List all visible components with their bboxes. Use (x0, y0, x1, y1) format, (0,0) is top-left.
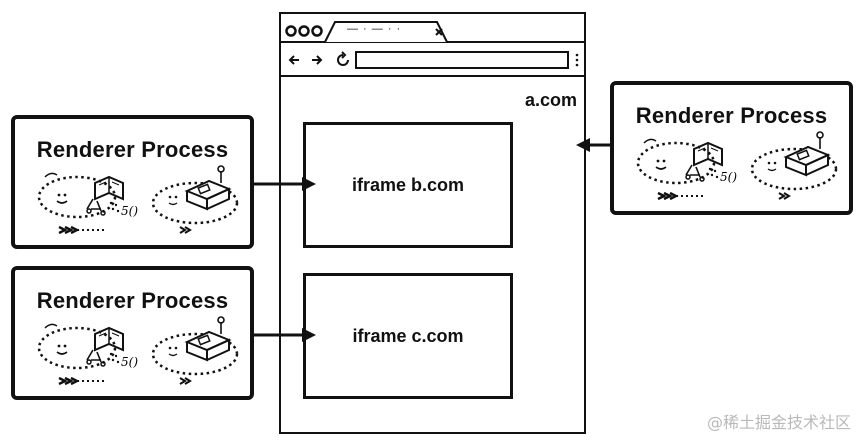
svg-text:5(): 5() (121, 204, 138, 218)
worker-loop-left-icon (37, 172, 117, 235)
address-bar (355, 51, 569, 69)
iframe-c-box: iframe c.com (303, 273, 513, 399)
iframe-b-box: iframe b.com (303, 122, 513, 248)
renderer-illustration-icon: 5() (37, 316, 239, 386)
renderer-process-box-c: Renderer Process 5() (11, 266, 254, 400)
worker-loop-right-icon (151, 332, 239, 385)
tab-close-icon (435, 28, 443, 36)
watermark-text: @稀土掘金技术社区 (706, 413, 851, 432)
book-tools-icon: 5() (86, 326, 138, 369)
renderer-illustration-icon: 5() (636, 131, 838, 201)
book-tools-icon: 5() (685, 141, 737, 184)
renderer-process-title: Renderer Process (635, 103, 828, 128)
browser-chrome (281, 21, 584, 77)
book-tools-icon: 5() (86, 175, 138, 218)
desk-machine-icon (184, 165, 232, 211)
renderer-process-box-a: Renderer Process 5() (610, 81, 853, 215)
renderer-process-title: Renderer Process (36, 288, 229, 313)
iframe-c-label: iframe c.com (352, 325, 464, 346)
svg-text:5(): 5() (720, 170, 737, 184)
worker-loop-right-icon (750, 147, 838, 200)
desk-machine-icon (184, 316, 232, 362)
renderer-process-title: Renderer Process (36, 137, 229, 162)
reload-icon (337, 51, 349, 66)
renderer-process-box-b: Renderer Process 5() (11, 115, 254, 249)
browser-window: — · — · · a.com iframe b.com iframe c.co… (279, 12, 586, 434)
svg-text:5(): 5() (121, 355, 138, 369)
iframe-b-label: iframe b.com (351, 174, 465, 195)
back-arrow-icon (288, 55, 299, 65)
host-url-label: a.com (525, 90, 578, 110)
worker-loop-left-icon (37, 323, 117, 386)
menu-dots-icon (575, 53, 579, 67)
desk-machine-icon (783, 131, 831, 177)
worker-loop-right-icon (151, 181, 239, 234)
worker-loop-left-icon (636, 138, 716, 201)
forward-arrow-icon (312, 55, 323, 65)
window-controls-icon (285, 25, 323, 37)
renderer-illustration-icon: 5() (37, 165, 239, 235)
browser-tab (324, 21, 448, 43)
browser-tab-title: — · — · · (347, 23, 402, 35)
